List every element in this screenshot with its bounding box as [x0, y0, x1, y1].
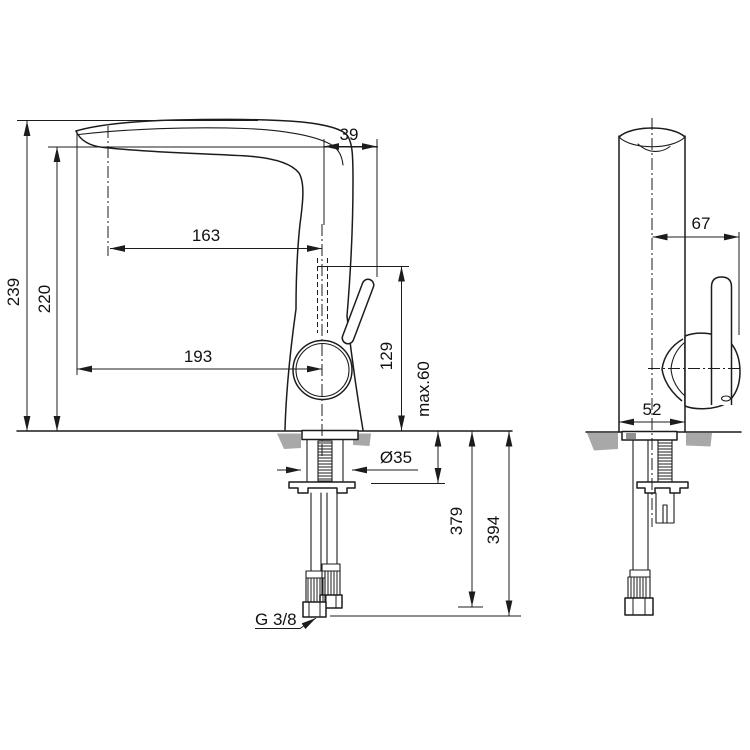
dim-label-193: 193: [184, 347, 212, 366]
base-escutcheon-front: [301, 429, 359, 441]
side-view: [585, 127, 742, 616]
front-view: [16, 118, 513, 618]
dim-label-220: 220: [35, 285, 54, 313]
housing-beak-profile: [661, 338, 684, 402]
rod-end-fork: [655, 492, 675, 524]
countertop-cut-side-left: [587, 433, 618, 451]
hose-b-tube: [326, 492, 338, 565]
side-handle-assembly: [661, 276, 741, 410]
thread-hatch-front: [318, 442, 332, 480]
hose-b-collar: [321, 563, 341, 572]
dim-label-67: 67: [692, 214, 711, 233]
spout-and-body-outline: [75, 118, 364, 431]
dim-label-g38: G 3/8: [255, 610, 297, 629]
dim-label-394: 394: [484, 516, 503, 544]
countertop-cut-side-right: [686, 433, 712, 447]
mounting-bracket-front: [288, 481, 356, 494]
deck-mounting-front: [16, 429, 513, 494]
dim-label-163: 163: [192, 226, 220, 245]
escutcheon-seal-detail: [626, 433, 636, 439]
deck-mounting-side: [585, 430, 742, 616]
dim-label-39: 39: [340, 125, 359, 144]
base-escutcheon-side: [621, 430, 678, 441]
dimension-lines: [17, 118, 742, 630]
dim-label-129: 129: [377, 342, 396, 370]
set-screw-detail: [720, 395, 732, 402]
dim-label-379: 379: [447, 507, 466, 535]
dim-label-max60: max.60: [414, 361, 433, 417]
mounting-bracket-side: [636, 481, 689, 494]
dim-label-52: 52: [643, 400, 662, 419]
hidden-waterway: [317, 258, 328, 333]
handle-lever-front: [341, 278, 375, 345]
dim-label-239: 239: [4, 278, 23, 306]
leader-g38: [255, 617, 317, 630]
thread-hatch-side: [658, 442, 672, 480]
hose-a-nut: [302, 601, 327, 618]
side-top-inner-arc: [637, 143, 671, 152]
hose-side-tube: [632, 439, 649, 571]
hose-side-collar: [629, 569, 651, 578]
dimension-labels: 39 163 193 239 220 129 max.60 Ø35 379 39…: [4, 125, 710, 629]
hose-side-nut: [624, 597, 654, 616]
hose-a-tube: [310, 492, 322, 572]
shank-sides: [306, 439, 344, 482]
spout-ridge-line: [78, 127, 344, 166]
supply-hoses-front: [302, 492, 343, 618]
handle-lever-side: [710, 276, 733, 405]
spout-top-edge: [75, 118, 364, 431]
countertop-cut-left: [277, 433, 301, 449]
dim-label-dia35: Ø35: [380, 448, 412, 467]
spout-underside-edge: [75, 130, 304, 431]
